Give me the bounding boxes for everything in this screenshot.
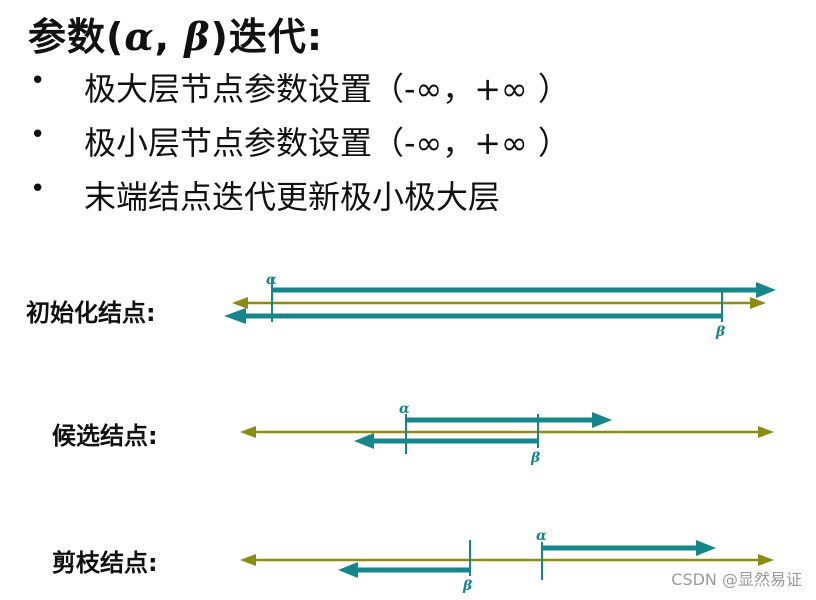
beta-arrowhead-icon bbox=[224, 308, 246, 324]
watermark: CSDN @显然易证 bbox=[671, 570, 802, 589]
row-label-init: 初始化结点: bbox=[26, 299, 156, 327]
row-label-candidate: 候选结点: bbox=[52, 422, 158, 450]
title-comma: , bbox=[154, 15, 185, 59]
alpha-arrowhead-icon bbox=[592, 412, 612, 428]
bullet-text: 极大层节点参数设置（-∞，+∞ ） bbox=[84, 70, 570, 108]
alpha-label: α bbox=[266, 272, 277, 288]
olive-arrowhead-left-icon bbox=[232, 297, 248, 309]
beta-label: β bbox=[462, 578, 473, 594]
alpha-arrowhead-icon bbox=[756, 282, 776, 298]
alpha-label: α bbox=[399, 401, 410, 417]
olive-arrowhead-right-icon bbox=[758, 426, 774, 438]
title-suffix: )迭代: bbox=[210, 15, 324, 59]
row-candidate-diagram: α β bbox=[240, 401, 774, 466]
bullet-text: 极小层节点参数设置（-∞，+∞ ） bbox=[84, 124, 570, 162]
title-alpha: α bbox=[124, 14, 155, 59]
olive-arrowhead-left-icon bbox=[240, 426, 256, 438]
alpha-arrowhead-icon bbox=[696, 540, 716, 556]
row-label-prune: 剪枝结点: bbox=[52, 549, 158, 577]
bullet-dot-icon: • bbox=[30, 174, 46, 204]
beta-arrowhead-icon bbox=[338, 562, 358, 578]
slide-title: 参数(α, β)迭代: bbox=[28, 6, 323, 61]
bullet-text: 末端结点迭代更新极小极大层 bbox=[84, 178, 501, 216]
bullet-dot-icon: • bbox=[30, 66, 46, 96]
title-beta: β bbox=[184, 14, 211, 59]
row-init-diagram: α β bbox=[224, 272, 776, 340]
beta-label: β bbox=[530, 450, 541, 466]
title-prefix: 参数( bbox=[28, 15, 125, 59]
beta-label: β bbox=[715, 324, 726, 340]
alpha-label: α bbox=[536, 528, 547, 544]
olive-arrowhead-left-icon bbox=[240, 554, 256, 566]
olive-arrowhead-right-icon bbox=[750, 297, 766, 309]
beta-arrowhead-icon bbox=[354, 433, 374, 449]
row-prune-diagram: α β bbox=[240, 528, 774, 594]
olive-arrowhead-right-icon bbox=[758, 554, 774, 566]
bullet-dot-icon: • bbox=[30, 120, 46, 150]
